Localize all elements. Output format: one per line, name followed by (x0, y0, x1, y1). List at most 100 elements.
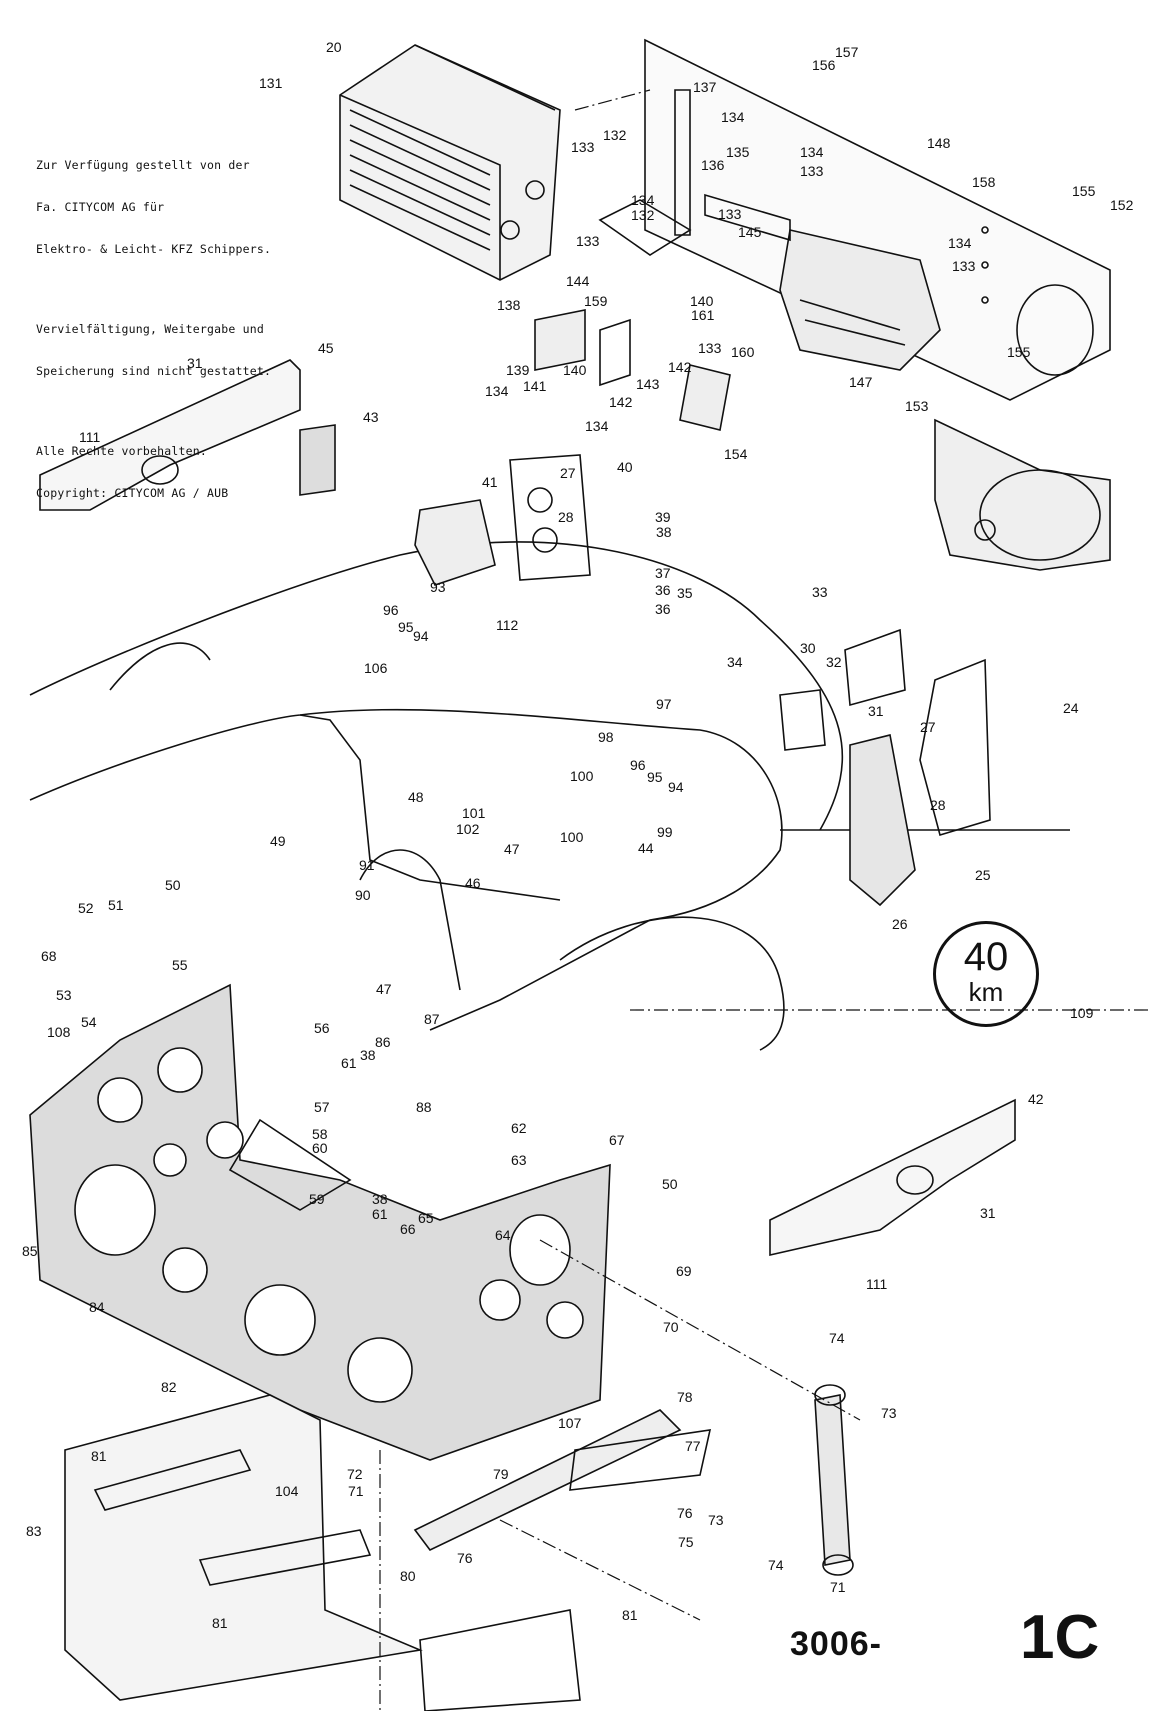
part-callout-60: 60 (312, 1140, 328, 1156)
page-label: 1C (1020, 1603, 1100, 1672)
part-callout-131: 131 (259, 75, 283, 91)
part-callout-139: 139 (506, 362, 530, 378)
part-callout-61: 61 (341, 1055, 357, 1071)
part-callout-104: 104 (275, 1483, 299, 1499)
part-callout-86: 86 (375, 1034, 391, 1050)
part-callout-71: 71 (348, 1483, 364, 1499)
part-callout-143: 143 (636, 376, 660, 392)
part-callout-67: 67 (609, 1132, 625, 1148)
part-callout-156: 156 (812, 57, 836, 73)
part-callout-36: 36 (655, 601, 671, 617)
part-callout-76: 76 (677, 1505, 693, 1521)
battery-group (64, 1394, 712, 1712)
part-callout-153: 153 (905, 398, 929, 414)
part-callout-157: 157 (835, 44, 859, 60)
copyright-notice: Zur Verfügung gestellt von der Fa. CITYC… (36, 130, 271, 528)
part-callout-59: 59 (309, 1191, 325, 1207)
part-callout-69: 69 (676, 1263, 692, 1279)
part-callout-43: 43 (363, 409, 379, 425)
copyright-line: Zur Verfügung gestellt von der (36, 158, 250, 172)
part-callout-101: 101 (462, 805, 486, 821)
part-callout-20: 20 (326, 39, 342, 55)
part-callout-28: 28 (558, 509, 574, 525)
speed-value: 40 (963, 935, 1009, 979)
part-callout-55: 55 (172, 957, 188, 973)
part-callout-47: 47 (376, 981, 392, 997)
part-callout-61: 61 (372, 1206, 388, 1222)
assembly-lines (379, 89, 1150, 1711)
part-callout-107: 107 (558, 1415, 582, 1431)
part-callout-134: 134 (485, 383, 509, 399)
part-callout-82: 82 (161, 1379, 177, 1395)
part-callout-161: 161 (691, 307, 715, 323)
part-callout-160: 160 (731, 344, 755, 360)
bracket-group (534, 89, 791, 431)
part-callout-134: 134 (948, 235, 972, 251)
part-callout-34: 34 (727, 654, 743, 670)
part-callout-42: 42 (1028, 1091, 1044, 1107)
speed-unit: km (968, 977, 1004, 1007)
part-callout-81: 81 (622, 1607, 638, 1623)
part-callout-33: 33 (812, 584, 828, 600)
part-callout-83: 83 (26, 1523, 42, 1539)
part-callout-38: 38 (360, 1047, 376, 1063)
part-callout-100: 100 (570, 768, 594, 784)
part-callout-56: 56 (314, 1020, 330, 1036)
part-callout-96: 96 (630, 757, 646, 773)
drive-motor (934, 418, 1111, 571)
part-callout-63: 63 (511, 1152, 527, 1168)
speed-plate: 40 km (933, 921, 1039, 1027)
part-callout-108: 108 (47, 1024, 71, 1040)
part-callout-97: 97 (656, 696, 672, 712)
part-callout-77: 77 (685, 1438, 701, 1454)
part-callout-134: 134 (800, 144, 824, 160)
part-callout-95: 95 (398, 619, 414, 635)
part-callout-40: 40 (617, 459, 633, 475)
controller-unit (339, 44, 561, 281)
part-callout-79: 79 (493, 1466, 509, 1482)
part-callout-58: 58 (312, 1126, 328, 1142)
part-callout-47: 47 (504, 841, 520, 857)
part-callout-141: 141 (523, 378, 547, 394)
part-callout-133: 133 (576, 233, 600, 249)
copyright-line: Fa. CITYCOM AG für (36, 200, 165, 214)
part-callout-109: 109 (1070, 1005, 1094, 1021)
part-callout-44: 44 (638, 840, 654, 856)
part-callout-73: 73 (881, 1405, 897, 1421)
part-callout-51: 51 (108, 897, 124, 913)
part-callout-95: 95 (647, 769, 663, 785)
part-callout-142: 142 (609, 394, 633, 410)
part-callout-140: 140 (690, 293, 714, 309)
part-callout-154: 154 (724, 446, 748, 462)
part-callout-31: 31 (868, 703, 884, 719)
part-callout-140: 140 (563, 362, 587, 378)
part-callout-138: 138 (497, 297, 521, 313)
copyright-line: Copyright: CITYCOM AG / AUB (36, 486, 229, 500)
part-callout-74: 74 (768, 1557, 784, 1573)
sheet-number: 3006- (790, 1625, 882, 1663)
part-callout-155: 155 (1072, 183, 1096, 199)
part-callout-99: 99 (657, 824, 673, 840)
part-callout-158: 158 (972, 174, 996, 190)
copyright-line: Alle Rechte vorbehalten. (36, 444, 207, 458)
side-panel-lower (769, 1098, 1016, 1257)
part-callout-41: 41 (482, 474, 498, 490)
part-callout-90: 90 (355, 887, 371, 903)
part-callout-73: 73 (708, 1512, 724, 1528)
part-callout-25: 25 (975, 867, 991, 883)
part-callout-24: 24 (1063, 700, 1079, 716)
part-callout-132: 132 (603, 127, 627, 143)
part-callout-48: 48 (408, 789, 424, 805)
part-callout-35: 35 (677, 585, 693, 601)
part-callout-133: 133 (718, 206, 742, 222)
part-callout-96: 96 (383, 602, 399, 618)
part-callout-137: 137 (693, 79, 717, 95)
part-callout-76: 76 (457, 1550, 473, 1566)
part-callout-133: 133 (800, 163, 824, 179)
part-callout-148: 148 (927, 135, 951, 151)
vehicle-body (29, 541, 1070, 1051)
part-callout-135: 135 (726, 144, 750, 160)
part-callout-65: 65 (418, 1210, 434, 1226)
